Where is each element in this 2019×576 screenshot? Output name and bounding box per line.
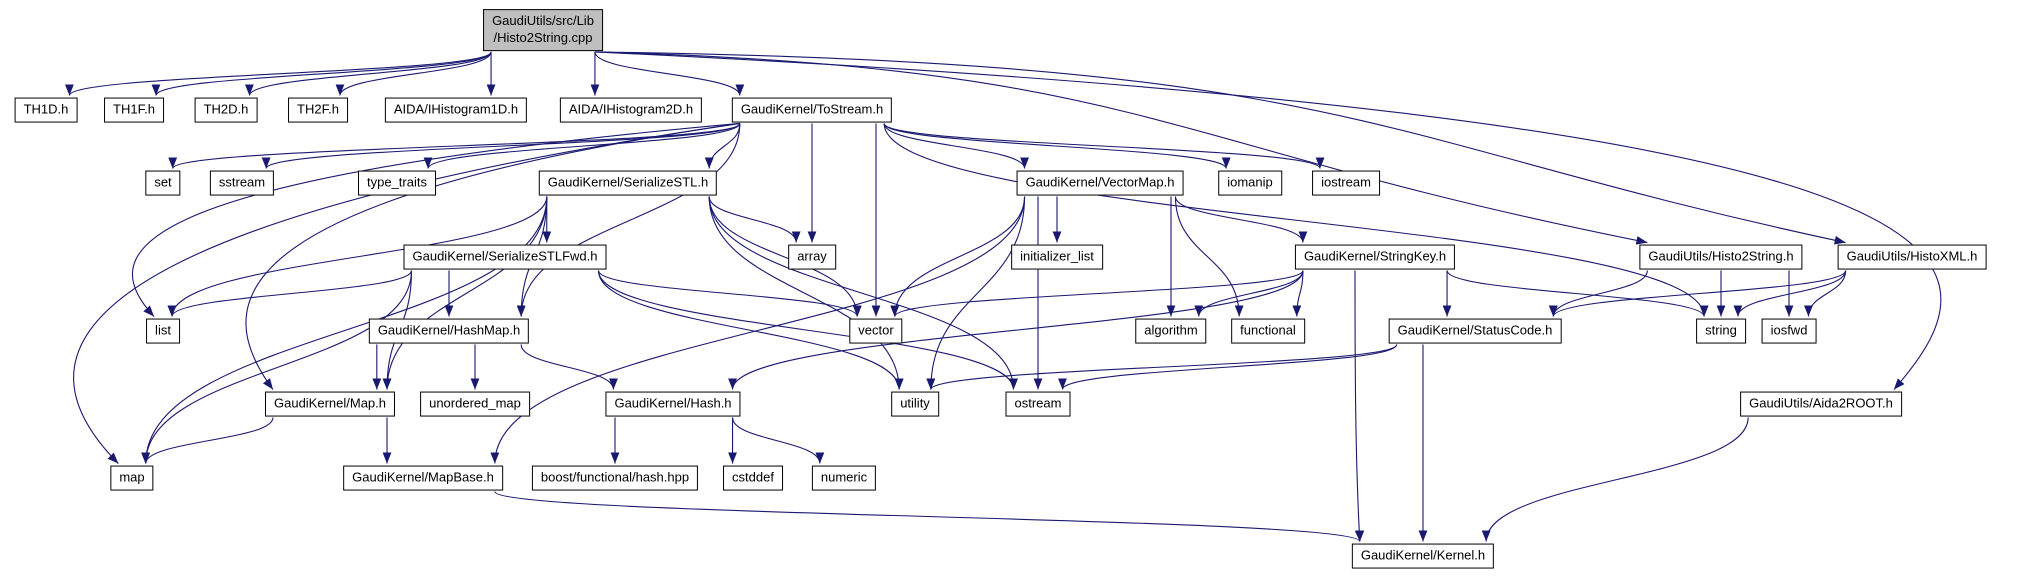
edge-tostream-vectormap xyxy=(883,123,1029,169)
edge-hashmap-hashh xyxy=(520,344,618,390)
edge-stringkey-algorithm xyxy=(1194,270,1304,317)
edge-vectormap-vector xyxy=(890,196,1026,317)
node-stringkey[interactable]: GaudiKernel/StringKey.h xyxy=(1294,244,1456,270)
edge-stringkey-kernel xyxy=(1354,270,1364,542)
edge-tostream-iostream xyxy=(883,122,1325,170)
edge-h2sh-statuscode xyxy=(1548,270,1648,317)
node-aida2root[interactable]: GaudiUtils/Aida2ROOT.h xyxy=(1740,391,1902,417)
node-iosfwd: iosfwd xyxy=(1761,318,1817,344)
node-th2d: TH2D.h xyxy=(194,97,258,123)
edge-serstl-array xyxy=(708,196,801,243)
edge-cpp-tostream xyxy=(594,51,745,96)
node-array: array xyxy=(788,244,836,270)
edge-tostream-iomanip xyxy=(883,122,1231,170)
edge-serstl-ostream xyxy=(708,196,1018,390)
edge-tostream-list xyxy=(132,122,740,317)
node-string: string xyxy=(1696,318,1746,344)
edge-statuscode-utility xyxy=(926,343,1398,391)
node-initlist: initializer_list xyxy=(1011,244,1103,270)
edge-cpp-th1d xyxy=(65,51,492,97)
node-th1f: TH1F.h xyxy=(104,97,164,123)
edge-tostream-maph xyxy=(245,122,740,390)
node-algorithm: algorithm xyxy=(1135,318,1207,344)
edge-cpp-h2sh xyxy=(594,51,1648,245)
node-numeric: numeric xyxy=(811,465,877,491)
node-histoxml[interactable]: GaudiUtils/HistoXML.h xyxy=(1837,244,1987,270)
edge-tostream-set xyxy=(168,122,741,170)
node-boosthash: boost/functional/hash.hpp xyxy=(531,465,699,491)
edge-tostream-typetraits xyxy=(423,123,741,169)
edge-stringkey-string xyxy=(1446,270,1709,317)
edge-cpp-th1f xyxy=(151,51,492,97)
edge-serstl-list xyxy=(167,196,548,317)
edge-serstlfwd-ostream xyxy=(597,270,1018,390)
edge-serstlfwd-vector xyxy=(597,270,862,317)
node-aida1: AIDA/IHistogram1D.h xyxy=(384,97,528,123)
edge-vectormap-utility xyxy=(926,196,1026,390)
node-list: list xyxy=(146,318,180,344)
edge-cpp-th2d xyxy=(245,51,492,96)
edge-stringkey-vector xyxy=(890,269,1304,318)
node-h2sh[interactable]: GaudiUtils/Histo2String.h xyxy=(1639,244,1803,270)
node-utility: utility xyxy=(891,391,939,417)
node-cpp: GaudiUtils/src/Lib /Histo2String.cpp xyxy=(483,9,603,51)
edge-vectormap-mapbase xyxy=(490,196,1026,464)
edge-cpp-aida2root xyxy=(594,51,1942,390)
edge-stringkey-hashh xyxy=(728,270,1304,390)
edge-tostream-map xyxy=(73,122,740,464)
node-hashmap[interactable]: GaudiKernel/HashMap.h xyxy=(368,318,530,344)
node-map: map xyxy=(110,465,154,491)
edge-serstl-vector xyxy=(708,196,862,317)
node-kernel[interactable]: GaudiKernel/Kernel.h xyxy=(1351,543,1495,569)
node-cstddef: cstddef xyxy=(723,465,783,491)
node-serstl[interactable]: GaudiKernel/SerializeSTL.h xyxy=(538,170,718,196)
edge-hashh-numeric xyxy=(731,417,825,464)
edge-tostream-string xyxy=(883,123,1709,317)
edge-tostream-hashmap xyxy=(516,123,741,317)
node-statuscode[interactable]: GaudiKernel/StatusCode.h xyxy=(1388,318,1562,344)
edge-cpp-th2f xyxy=(335,51,492,96)
node-typetraits: type_traits xyxy=(358,170,436,196)
edge-cpp-histoxml xyxy=(594,51,1846,245)
edge-tostream-sstream xyxy=(261,122,741,170)
edge-serstlfwd-utility xyxy=(597,270,904,390)
node-aida2: AIDA/IHistogram2D.h xyxy=(559,97,703,123)
node-hashh[interactable]: GaudiKernel/Hash.h xyxy=(605,391,741,417)
edge-stringkey-functional xyxy=(1292,270,1304,317)
node-serstlfwd[interactable]: GaudiKernel/SerializeSTLFwd.h xyxy=(403,244,607,270)
edge-aida2root-kernel xyxy=(1481,417,1749,542)
node-mapbase[interactable]: GaudiKernel/MapBase.h xyxy=(343,465,503,491)
edge-histoxml-statuscode xyxy=(1549,270,1847,317)
node-iostream: iostream xyxy=(1312,170,1380,196)
node-tostream[interactable]: GaudiKernel/ToStream.h xyxy=(731,97,893,123)
edge-serstlfwd-list xyxy=(167,270,413,317)
edge-tostream-serstl xyxy=(704,123,741,169)
node-th1d: TH1D.h xyxy=(14,97,78,123)
node-maph[interactable]: GaudiKernel/Map.h xyxy=(264,391,396,417)
edge-mapbase-kernel xyxy=(494,490,1364,543)
node-vector: vector xyxy=(849,318,903,344)
node-set: set xyxy=(145,170,181,196)
node-unordered: unordered_map xyxy=(420,391,530,417)
edge-serstl-maph xyxy=(382,196,548,390)
node-vectormap[interactable]: GaudiKernel/VectorMap.h xyxy=(1016,170,1184,196)
edge-serstl-utility xyxy=(708,196,904,390)
node-sstream: sstream xyxy=(209,170,275,196)
node-ostream: ostream xyxy=(1005,391,1071,417)
edge-serstlfwd-map xyxy=(141,270,413,464)
edge-histoxml-iosfwd xyxy=(1804,270,1847,317)
edge-maph-map xyxy=(141,417,274,464)
node-functional: functional xyxy=(1231,318,1305,344)
edge-statuscode-ostream xyxy=(1058,344,1398,390)
node-iomanip: iomanip xyxy=(1218,170,1282,196)
edge-vectormap-functional xyxy=(1174,196,1244,317)
edge-histoxml-string xyxy=(1733,270,1847,317)
node-th2f: TH2F.h xyxy=(288,97,348,123)
edge-vectormap-stringkey xyxy=(1174,196,1308,243)
